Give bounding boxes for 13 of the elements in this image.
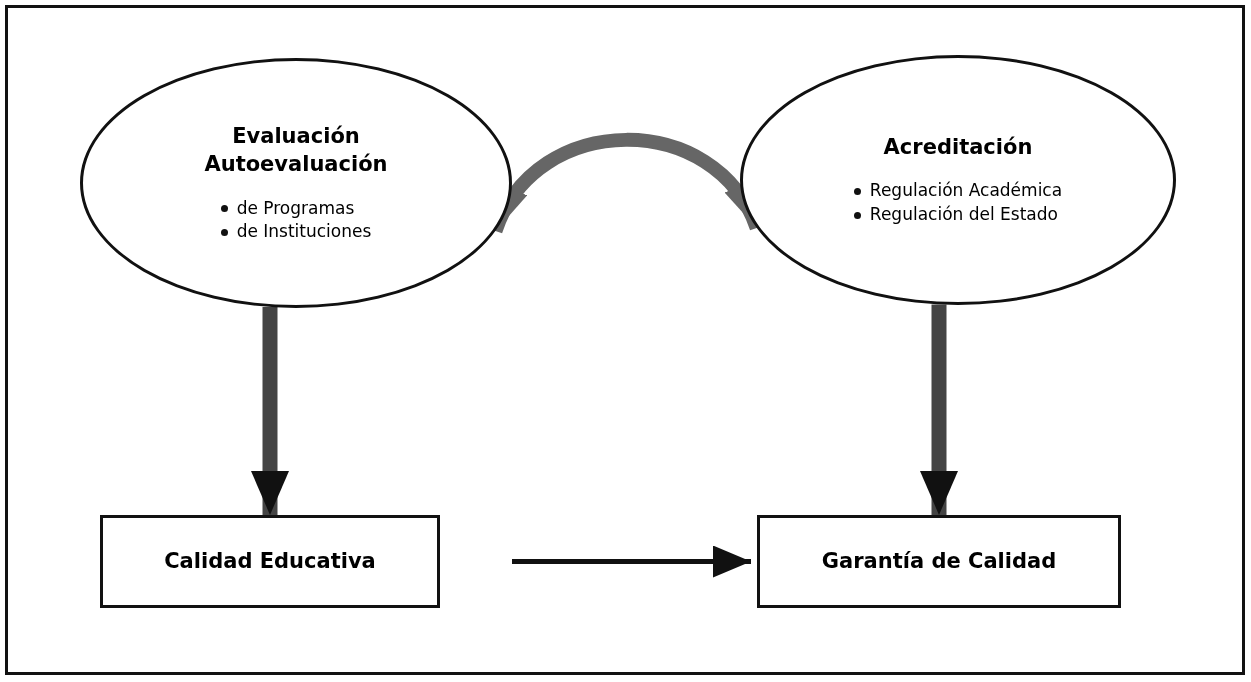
arrow [920, 304, 958, 515]
node-title: Garantía de Calidad [821, 548, 1057, 576]
node-title: Acreditación [882, 134, 1034, 162]
bullet-item: Regulación del Estado [869, 203, 1058, 227]
arrow [251, 307, 289, 515]
arrow [512, 545, 751, 578]
node-title: Calidad Educativa [164, 548, 376, 576]
node-title: Evaluación Autoevaluación [203, 122, 389, 179]
bullet-item: Regulación Académica [869, 179, 1063, 203]
bullet-item: de Programas [236, 196, 355, 220]
process-box [100, 515, 440, 608]
process-box [757, 515, 1121, 608]
bullet-item: de Instituciones [236, 220, 372, 244]
